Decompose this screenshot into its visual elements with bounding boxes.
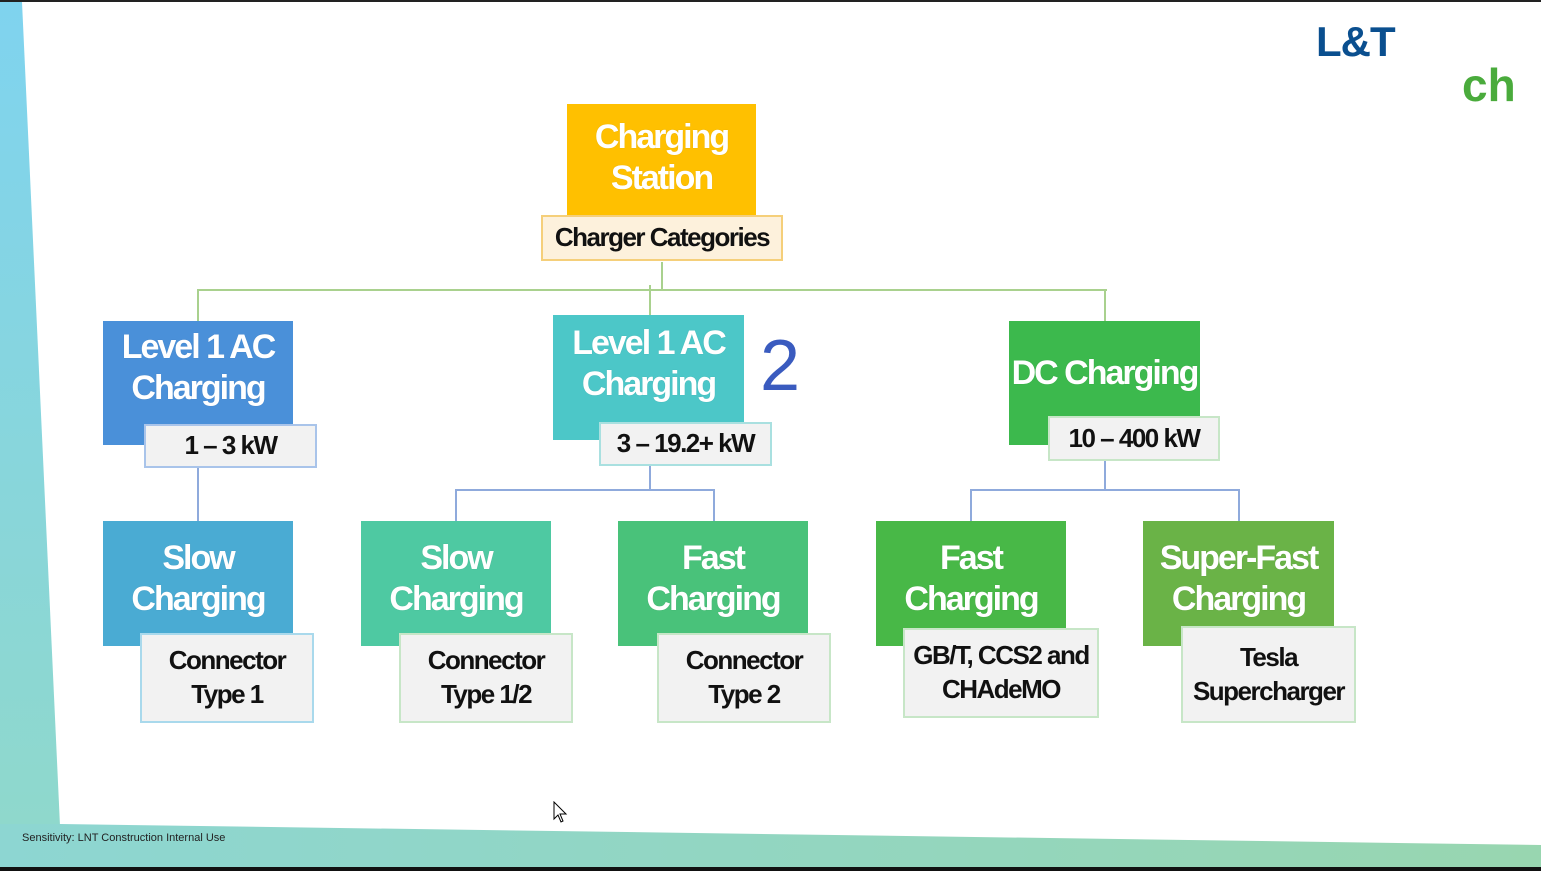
top-border: [0, 0, 1541, 2]
leaf-slow-charging-2: Slow Charging: [361, 521, 551, 646]
leaf-tesla-supercharger: Tesla Supercharger: [1181, 626, 1356, 723]
level-power-10-400kw: 10 – 400 kW: [1048, 416, 1220, 461]
logo-partial-text: ch: [1462, 59, 1516, 111]
leaf-fast-charging-dc: Fast Charging: [876, 521, 1066, 646]
leaf-super-fast-charging: Super-Fast Charging: [1143, 521, 1334, 646]
level-node-level2-ac: Level 1 AC Charging: [553, 315, 744, 440]
level-power-1-3kw: 1 – 3 kW: [144, 424, 317, 468]
company-logo: L&T: [1316, 18, 1396, 65]
leaf-connector-type1: Connector Type 1: [140, 633, 314, 723]
leaf-connector-gbt-ccs2-chademo: GB/T, CCS2 and CHAdeMO: [903, 628, 1099, 718]
leaf-connector-type12: Connector Type 1/2: [399, 633, 573, 723]
mouse-cursor-icon: [553, 801, 568, 823]
leaf-fast-charging-ac: Fast Charging: [618, 521, 808, 646]
sensitivity-label: Sensitivity: LNT Construction Internal U…: [22, 832, 226, 844]
root-node-charging-station: Charging Station: [567, 104, 756, 219]
level-power-3-19kw: 3 – 19.2+ kW: [599, 422, 772, 466]
leaf-connector-type2: Connector Type 2: [657, 633, 831, 723]
overlay-number: 2: [760, 326, 801, 406]
root-subtitle-charger-categories: Charger Categories: [541, 215, 783, 261]
leaf-slow-charging-1: Slow Charging: [103, 521, 293, 646]
